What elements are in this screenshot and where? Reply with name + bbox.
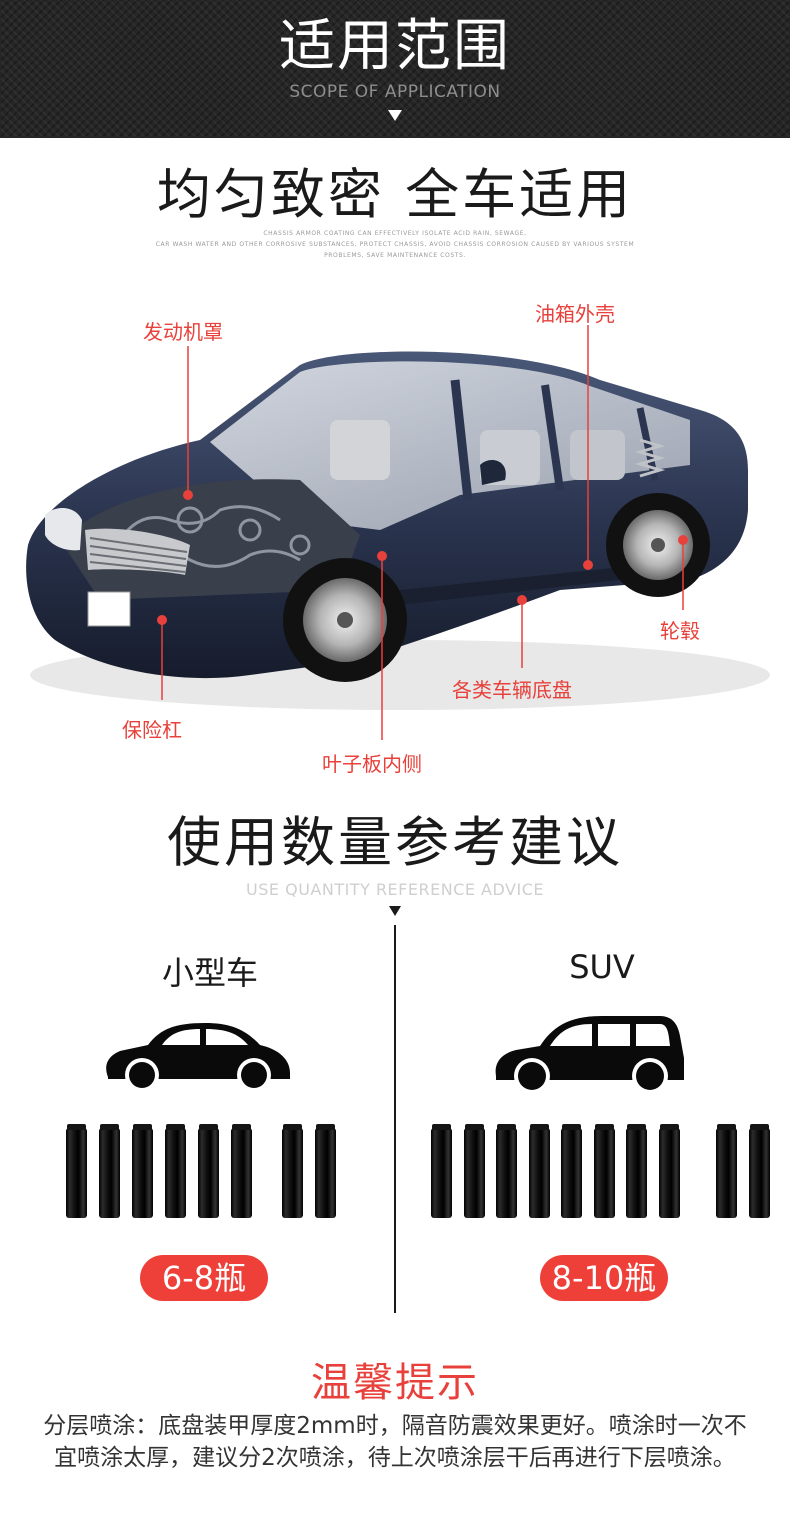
header-subtitle: SCOPE OF APPLICATION (289, 82, 501, 102)
header-title: 适用范围 (279, 14, 511, 79)
bottle-icon (165, 1124, 186, 1218)
bottle-icon (496, 1124, 517, 1218)
bottle-icon (748, 1124, 770, 1218)
callout-fender: 叶子板内侧 (322, 752, 422, 776)
coverage-title: 均匀致密 全车适用 (156, 163, 634, 226)
bottle-icon (66, 1124, 87, 1218)
sedan-cutaway-image (26, 325, 770, 740)
coverage-english-line-3: PROBLEMS, SAVE MAINTENANCE COSTS. (324, 252, 466, 259)
bottle-icon (626, 1124, 647, 1218)
small-car-bottle-row (66, 1124, 336, 1220)
bottle-icon (231, 1124, 252, 1218)
bottle-icon (528, 1124, 550, 1218)
small-car-label: 小型车 (161, 954, 258, 992)
bottle-icon (658, 1124, 680, 1218)
usage-subtitle: USE QUANTITY REFERENCE ADVICE (246, 880, 544, 899)
bottle-icon (315, 1124, 336, 1218)
bottle-icon (431, 1124, 452, 1218)
callout-bumper: 保险杠 (122, 718, 182, 742)
suv-icon (495, 1016, 684, 1094)
coverage-english-line-1: CHASSIS ARMOR COATING CAN EFFECTIVELY IS… (263, 230, 527, 237)
small-car-amount-badge: 6-8瓶 (140, 1255, 268, 1301)
usage-title: 使用数量参考建议 (167, 811, 623, 874)
suv-label: SUV (569, 948, 635, 986)
bottle-icon (561, 1124, 582, 1218)
callout-hood: 发动机罩 (143, 320, 223, 344)
bottle-icon (716, 1124, 737, 1218)
suv-bottle-row (431, 1124, 771, 1220)
bottle-icon (593, 1124, 615, 1218)
tips-title: 温馨提示 (311, 1360, 479, 1406)
callout-wheel-hub: 轮毂 (660, 619, 700, 643)
car-diagram: 发动机罩 油箱外壳 轮毂 各类车辆底盘 保险杠 叶子板内侧 (0, 290, 790, 780)
bottle-icon (99, 1124, 120, 1218)
down-arrow-icon (388, 110, 402, 121)
bottle-icon (198, 1124, 219, 1218)
callout-chassis: 各类车辆底盘 (452, 678, 572, 702)
tips-text: 分层喷涂：底盘装甲厚度2mm时，隔音防震效果更好。喷涂时一次不宜喷涂太厚，建议分… (43, 1413, 747, 1471)
column-divider (394, 925, 396, 1313)
bottle-icon (463, 1124, 485, 1218)
small-car-icon (106, 1023, 290, 1092)
bottle-icon (132, 1124, 153, 1218)
bottle-icon (282, 1124, 303, 1218)
coverage-english-line-2: CAR WASH WATER AND OTHER CORROSIVE SUBST… (155, 241, 635, 248)
down-arrow-icon (389, 906, 401, 916)
suv-amount-badge: 8-10瓶 (540, 1255, 668, 1301)
callout-fuel-tank: 油箱外壳 (535, 302, 615, 326)
header-banner: 适用范围 SCOPE OF APPLICATION (0, 0, 790, 138)
